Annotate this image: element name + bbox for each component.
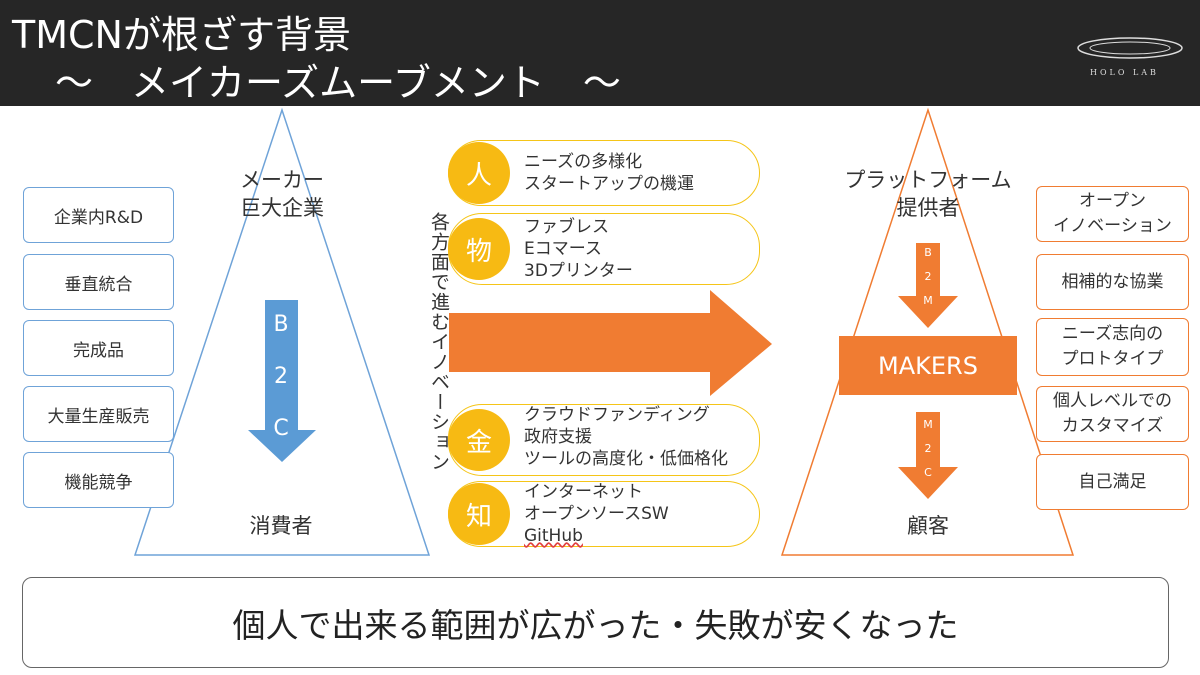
left-box-vertical-integration: 垂直統合 (23, 254, 174, 310)
pill-money (448, 404, 760, 476)
left-box-mass-production: 大量生産販売 (23, 386, 174, 442)
right-box-needs-prototype: ニーズ志向のプロトタイプ (1036, 318, 1189, 376)
right-top-label-line1: プラットフォーム (844, 168, 1012, 192)
page-subtitle: ～ メイカーズムーブメント ～ (55, 61, 621, 105)
vertical-innovation-text: 各方面で進むイノベーション (428, 212, 450, 472)
knowledge-icon: 知 (448, 483, 510, 545)
right-top-label: プラットフォーム 提供者 (810, 166, 1046, 222)
header-bar (0, 0, 1200, 106)
left-bottom-label: 消費者 (249, 514, 313, 538)
pill-line: スタートアップの機運 (524, 174, 694, 194)
right-box-self-satisfaction: 自己満足 (1036, 454, 1189, 510)
makers-box: MAKERS (839, 336, 1017, 395)
box-line: 個人レベルでの (1053, 391, 1172, 411)
pill-line: 政府支援 (524, 427, 592, 447)
right-box-complementary: 相補的な協業 (1036, 254, 1189, 310)
pill-money-text: クラウドファンディング 政府支援 ツールの高度化・低価格化 (524, 404, 728, 470)
box-line: 相補的な協業 (1061, 271, 1164, 292)
pill-things-text: ファブレス Eコマース 3Dプリンター (524, 216, 633, 282)
footer-message: 個人で出来る範囲が広がった・失敗が安くなった (22, 577, 1169, 668)
b2m-letter-b: B (924, 246, 932, 259)
right-box-customize: 個人レベルでのカスタマイズ (1036, 386, 1189, 442)
holo-lab-logo (1077, 37, 1183, 59)
pill-line: ファブレス (524, 217, 609, 237)
m2c-letter-m: M (923, 418, 933, 431)
left-top-label: メーカー 巨大企業 (220, 166, 344, 222)
big-orange-arrow (449, 290, 772, 396)
b2c-arrow (248, 300, 316, 462)
right-box-open-innovation: オープンイノベーション (1036, 186, 1189, 242)
pill-line: ニーズの多様化 (524, 152, 643, 172)
left-top-label-line2: 巨大企業 (240, 196, 324, 220)
left-box-feature-competition: 機能競争 (23, 452, 174, 508)
logo-text: HOLO LAB (1090, 68, 1159, 77)
right-triangle (780, 107, 1075, 556)
left-box-finished-product: 完成品 (23, 320, 174, 376)
b2c-letter-2: 2 (274, 364, 288, 389)
pill-line: GitHub (524, 526, 583, 546)
box-line: ニーズ志向の (1061, 324, 1164, 344)
b2c-letter-c: C (273, 416, 289, 441)
b2m-arrow (898, 243, 958, 328)
pill-people-text: ニーズの多様化 スタートアップの機運 (524, 151, 694, 195)
box-line: オープン (1079, 191, 1146, 211)
page-title: TMCNが根ざす背景 (12, 13, 351, 57)
right-top-label-line2: 提供者 (896, 196, 960, 220)
m2c-letter-c: C (924, 466, 932, 479)
m2c-arrow (898, 412, 958, 499)
pill-knowledge-text: インターネット オープンソースSW GitHub (524, 481, 669, 547)
right-bottom-label: 顧客 (907, 514, 949, 538)
box-line: イノベーション (1053, 216, 1172, 236)
pill-line: インターネット (524, 482, 643, 502)
pill-line: オープンソースSW (524, 504, 669, 524)
b2c-letter-b: B (273, 312, 289, 337)
b2m-letter-m: M (923, 294, 933, 307)
pill-line: Eコマース (524, 239, 602, 259)
pill-line: 3Dプリンター (524, 261, 633, 281)
pill-line: クラウドファンディング (524, 405, 710, 425)
things-icon: 物 (448, 218, 510, 280)
people-icon: 人 (448, 142, 510, 204)
m2c-letter-2: 2 (924, 442, 932, 455)
b2m-letter-2: 2 (924, 270, 932, 283)
left-top-label-line1: メーカー (240, 168, 324, 192)
money-icon: 金 (448, 409, 510, 471)
box-line: プロトタイプ (1061, 349, 1164, 369)
left-box-rnd: 企業内R&D (23, 187, 174, 243)
box-line: 自己満足 (1078, 471, 1147, 492)
left-triangle (133, 107, 431, 556)
pill-line: ツールの高度化・低価格化 (524, 449, 728, 469)
box-line: カスタマイズ (1061, 416, 1164, 436)
